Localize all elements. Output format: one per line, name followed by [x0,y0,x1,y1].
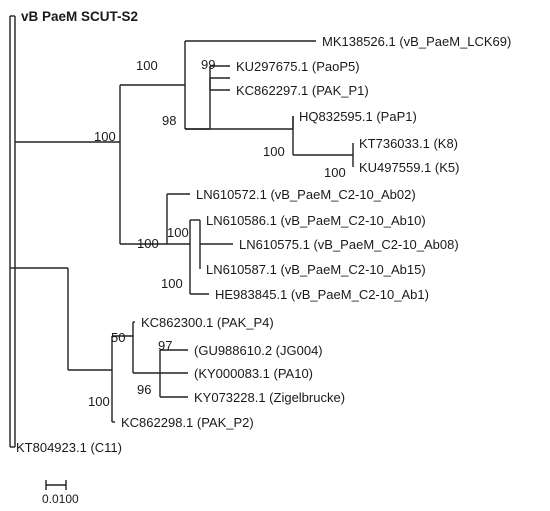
leaf-label-zig: KY073228.1 (Zigelbrucke) [194,390,345,405]
leaf-label-pap1: HQ832595.1 (PaP1) [299,109,417,124]
bootstrap-value: 100 [167,225,189,240]
leaf-label-pa10: (KY000083.1 (PA10) [194,366,313,381]
leaf-label-ab02: LN610572.1 (vB_PaeM_C2-10_Ab02) [196,187,416,202]
leaf-label-ab15: LN610587.1 (vB_PaeM_C2-10_Ab15) [206,262,426,277]
leaf-label-k8: KT736033.1 (K8) [359,136,458,151]
leaf-label-pakp2: KC862298.1 (PAK_P2) [121,415,254,430]
bootstrap-value: 50 [111,330,125,345]
leaf-label-ab10: LN610586.1 (vB_PaeM_C2-10_Ab10) [206,213,426,228]
leaf-label-ab08: LN610575.1 (vB_PaeM_C2-10_Ab08) [239,237,459,252]
bootstrap-value: 98 [162,113,176,128]
leaf-label-ab1: HE983845.1 (vB_PaeM_C2-10_Ab1) [215,287,429,302]
bootstrap-value: 100 [94,129,116,144]
bootstrap-value: 100 [137,236,159,251]
leaf-label-scut: vB PaeM SCUT-S2 [21,9,138,24]
bootstrap-value: 97 [158,338,172,353]
leaf-label-k5: KU497559.1 (K5) [359,160,459,175]
bootstrap-value: 100 [88,394,110,409]
tree-branches [9,15,354,448]
bootstrap-value: 100 [324,165,346,180]
scale-bar-label: 0.0100 [42,492,79,506]
leaf-label-c11: KT804923.1 (C11) [16,440,122,455]
leaf-label-lck69: MK138526.1 (vB_PaeM_LCK69) [322,34,511,49]
scale-bar: 0.0100 [42,480,79,506]
bootstrap-value: 100 [136,58,158,73]
leaf-label-paop5: KU297675.1 (PaoP5) [236,59,360,74]
leaf-label-pakp1: KC862297.1 (PAK_P1) [236,83,369,98]
bootstrap-value: 100 [263,144,285,159]
bootstrap-value: 100 [161,276,183,291]
bootstrap-value: 96 [137,382,151,397]
bootstrap-value: 99 [201,57,215,72]
tree-bootstrap-values: 100 100 99 98 100 100 100 100 100 50 97 96 100 [88,57,346,409]
leaf-label-jg004: (GU988610.2 (JG004) [194,343,323,358]
leaf-label-pakp4: KC862300.1 (PAK_P4) [141,315,274,330]
